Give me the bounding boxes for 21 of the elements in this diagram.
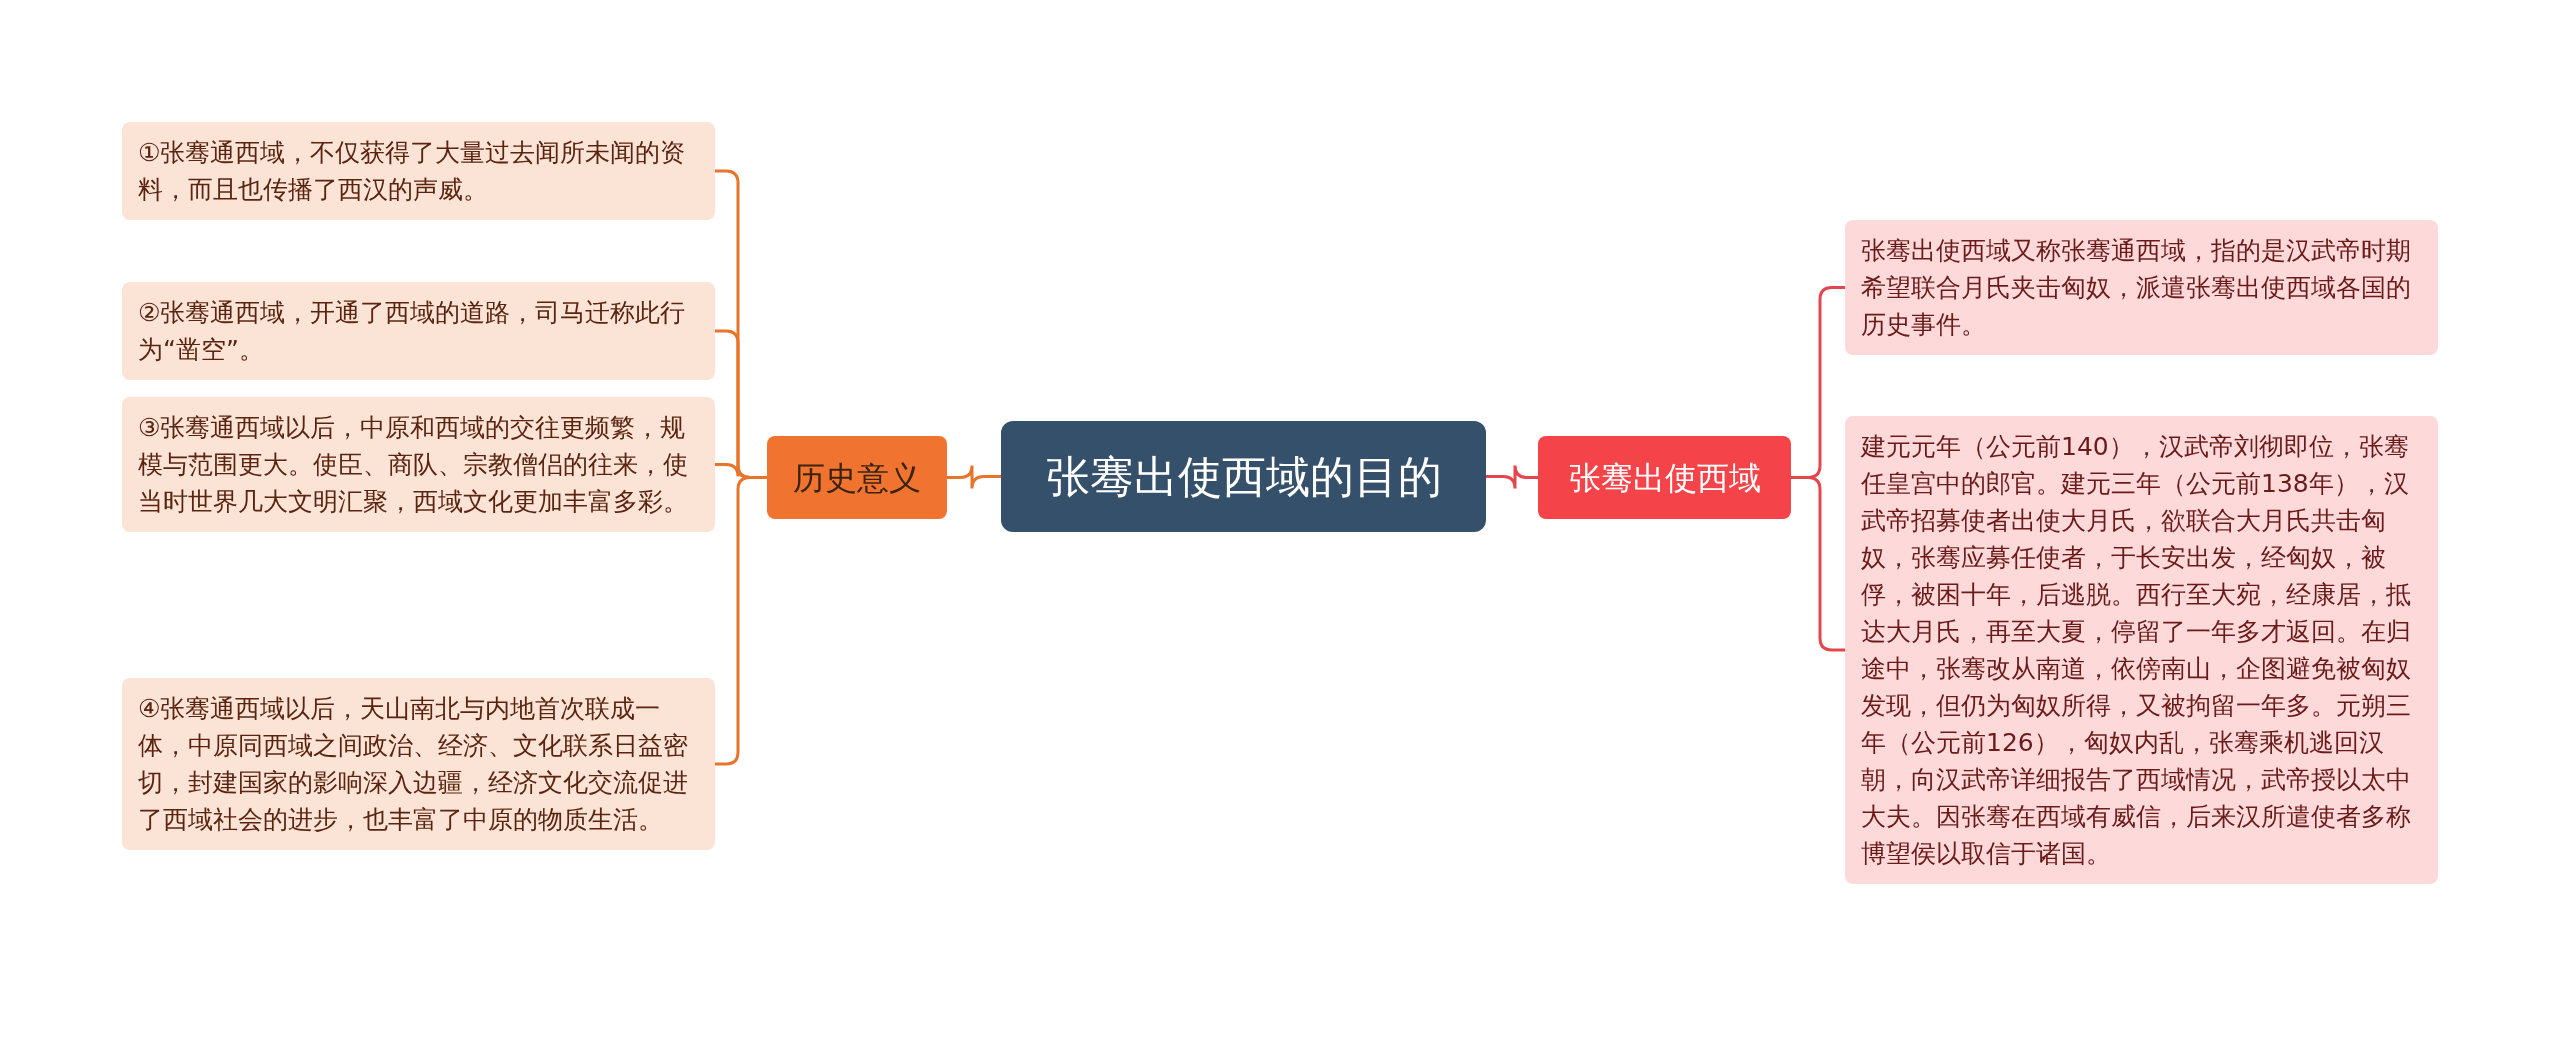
leaf-note (122, 122, 715, 220)
node-text: ①张骞通西域，不仅获得了大量过去闻所未闻的资料，而且也传播了西汉的声威。 (138, 137, 687, 206)
node-text: ③张骞通西域以后，中原和西域的交往更频繁，规模与范围更大。使臣、商队、宗教僧侣的往来，使当时世界几大文明汇聚，西域文化更加丰富多彩。 (138, 412, 689, 518)
leaf-note (122, 397, 715, 532)
leaf-note (1845, 220, 2438, 355)
connector-line (1791, 476, 1845, 652)
branch-topic (1538, 436, 1791, 519)
connector-line (715, 476, 767, 766)
node-text: 张骞出使西域 (1568, 457, 1761, 499)
central-topic (1001, 421, 1486, 532)
node-text: 建元元年（公元前140），汉武帝刘彻即位，张骞任皇宫中的郎官。建元三年（公元前138年），汉武帝招募使者出使大月氏，欲联合大月氏共击匈奴，张骞应募任使者，于长安出发，经匈奴，被俘，被困十年，后逃脱。西行至大宛，经康居，抵达大月氏，再至大夏，停留了一年多才返回。在归途中，张骞改从南道，依傍南山，企图避免被匈奴发现，但仍为匈奴所得，又被拘留一年多。元朔三年（公元前126），匈奴内乱，张骞乘机逃回汉朝，向汉武帝详细报告了西域情况，武帝授以太中大夫。因张骞在西域有威信，后来汉所遣使者多称博望侯以取信于诸国。 (1861, 431, 2412, 870)
node-text: 张骞出使西域又称张骞通西域，指的是汉武帝时期希望联合月氏夹击匈奴，派遣张骞出使西域各国的历史事件。 (1861, 235, 2412, 341)
node-text: 历史意义 (793, 457, 921, 499)
leaf-note (122, 678, 715, 850)
connector-line (947, 464, 1001, 490)
branch-topic (767, 436, 947, 519)
connector-line (1486, 464, 1538, 490)
leaf-note (122, 282, 715, 380)
node-text: ②张骞通西域，开通了西域的道路，司马迁称此行为“凿空”。 (138, 297, 687, 366)
node-text: ④张骞通西域以后，天山南北与内地首次联成一体，中原同西域之间政治、经济、文化联系日益密切，封建国家的影响深入边疆，经济文化交流促进了西域社会的进步，也丰富了中原的物质生活。 (138, 693, 689, 836)
node-text: 张骞出使西域的目的 (1045, 449, 1442, 504)
